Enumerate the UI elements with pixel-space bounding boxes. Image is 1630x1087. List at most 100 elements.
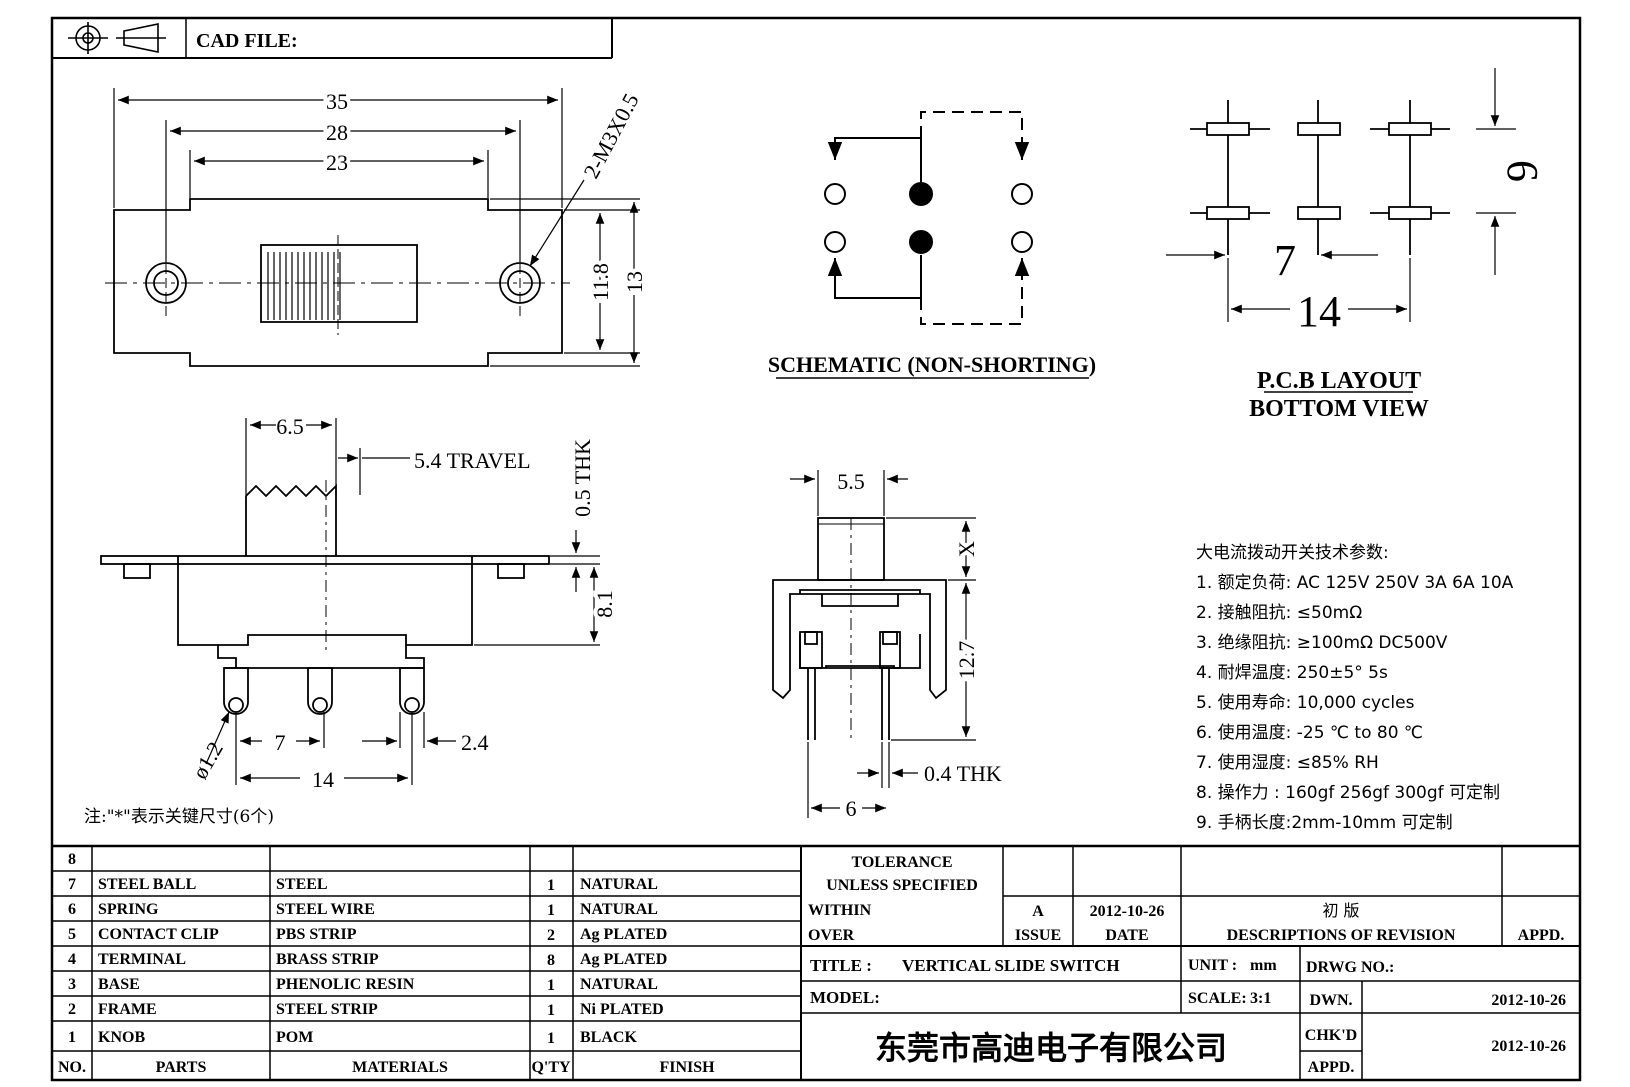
issue-header: ISSUE [1015, 927, 1061, 944]
dim-8-1: 8.1 [592, 590, 617, 618]
bom-finish: Ni PLATED [580, 1001, 664, 1018]
bom-material: POM [276, 1029, 313, 1046]
date-header: DATE [1105, 927, 1148, 944]
dim-0-4-thk: 0.4 THK [924, 761, 1002, 786]
dim-dia-1-2: ø1.2 [187, 737, 228, 783]
model-label: MODEL: [810, 988, 880, 1007]
table-row: 5 CONTACT CLIP PBS STRIP 2 Ag PLATED [68, 926, 667, 944]
bom-part: CONTACT CLIP [98, 926, 219, 943]
spec-item: 9. 手柄长度:2mm-10mm 可定制 [1196, 813, 1453, 833]
bom-part: STEEL BALL [98, 876, 196, 893]
bom-qty: 1 [547, 877, 555, 894]
spec-item: 7. 使用湿度: ≤85% RH [1196, 752, 1379, 773]
dim-5-5: 5.5 [837, 469, 865, 494]
bom-no: 3 [68, 976, 76, 993]
unit-value: mm [1250, 957, 1277, 974]
bom-table-grid [52, 844, 1580, 1080]
over-label: OVER [808, 927, 855, 944]
dim-6-5: 6.5 [276, 414, 304, 439]
header-parts: PARTS [156, 1059, 207, 1076]
bom-rows: 8 7 STEEL BALL STEEL 1 NATURAL 6 SPRING … [58, 851, 715, 1076]
schematic-title: SCHEMATIC (NON-SHORTING) [768, 352, 1096, 377]
spec-item: 2. 接触阻抗: ≤50mΩ [1196, 603, 1362, 623]
bom-no: 5 [68, 926, 76, 943]
scale-value: 3:1 [1250, 990, 1271, 1007]
bom-part: BASE [98, 976, 140, 993]
dim-14: 14 [312, 767, 334, 792]
bom-finish: BLACK [580, 1029, 637, 1046]
table-row: 2 FRAME STEEL STRIP 1 Ni PLATED [68, 1001, 664, 1019]
title-block: TOLERANCE UNLESS SPECIFIED WITHIN OVER A… [808, 854, 1566, 1076]
bom-no: 8 [68, 851, 76, 868]
unless-specified-label: UNLESS SPECIFIED [826, 877, 978, 894]
pcb-dim-7: 7 [1274, 236, 1296, 285]
pcb-layout [1166, 68, 1516, 393]
bom-finish: NATURAL [580, 901, 658, 918]
bom-no: 6 [68, 901, 76, 918]
dwn-date: 2012-10-26 [1491, 992, 1566, 1009]
dim-m3-thread: 2-M3X0.5 [578, 89, 643, 182]
spec-item: 8. 操作力 : 160gf 256gf 300gf 可定制 [1196, 783, 1500, 803]
scale-label: SCALE: [1188, 990, 1247, 1007]
projection-symbol-icon [68, 22, 166, 54]
bom-no: 1 [68, 1029, 76, 1046]
bom-qty: 1 [547, 1030, 555, 1047]
appd-label: APPD. [1308, 1059, 1355, 1076]
front-view-dimensions [205, 418, 600, 785]
spec-item: 3. 绝缘阻抗: ≥100mΩ DC500V [1196, 633, 1448, 653]
spec-heading: 大电流拨动开关技术参数: [1196, 543, 1389, 563]
within-label: WITHIN [808, 902, 872, 919]
table-row: 1 KNOB POM 1 BLACK [68, 1029, 637, 1047]
dim-12-7: 12.7 [954, 641, 979, 680]
dim-11-8: 11.8 [588, 263, 613, 301]
header-finish: FINISH [659, 1059, 715, 1076]
dim-5-4-travel: 5.4 TRAVEL [414, 448, 531, 473]
title-value: VERTICAL SLIDE SWITCH [902, 956, 1120, 975]
side-view-dimensions [790, 470, 976, 818]
dim-6: 6 [846, 796, 857, 821]
bom-material: PHENOLIC RESIN [276, 976, 415, 993]
schematic [776, 111, 1089, 379]
pcb-title-line2: BOTTOM VIEW [1249, 396, 1429, 422]
bom-material: STEEL WIRE [276, 901, 375, 918]
bom-qty: 1 [547, 902, 555, 919]
bom-material: STEEL [276, 876, 328, 893]
bom-part: KNOB [98, 1029, 145, 1046]
bom-header-row: NO. PARTS MATERIALS Q'TY FINISH [58, 1059, 715, 1076]
top-view [105, 198, 570, 367]
bom-qty: 1 [547, 977, 555, 994]
company-name: 东莞市高迪电子有限公司 [875, 1029, 1227, 1067]
bom-material: BRASS STRIP [276, 951, 379, 968]
key-dimension-note: 注:"*"表示关键尺寸(6个) [84, 807, 274, 827]
chkd-date: 2012-10-26 [1491, 1038, 1566, 1055]
dim-0-5-thk: 0.5 THK [570, 439, 595, 517]
bom-no: 7 [68, 876, 76, 893]
bom-material: PBS STRIP [276, 926, 357, 943]
bom-finish: Ag PLATED [580, 951, 667, 968]
issue-value: A [1032, 903, 1044, 920]
appd-header: APPD. [1518, 927, 1565, 944]
table-row: 4 TERMINAL BRASS STRIP 8 Ag PLATED [68, 951, 667, 969]
cad-file-label: CAD FILE: [196, 30, 298, 52]
dim-x: X [954, 541, 979, 557]
sheet-border [50, 16, 1582, 1082]
dim-23: 23 [326, 150, 348, 175]
bom-finish: Ag PLATED [580, 926, 667, 943]
drwg-no-label: DRWG NO.: [1306, 959, 1394, 976]
spec-item: 5. 使用寿命: 10,000 cycles [1196, 692, 1415, 713]
tolerance-label: TOLERANCE [851, 854, 952, 871]
pcb-title-line1: P.C.B LAYOUT [1257, 368, 1421, 394]
table-row: 3 BASE PHENOLIC RESIN 1 NATURAL [68, 976, 658, 994]
bom-part: TERMINAL [98, 951, 186, 968]
dwn-label: DWN. [1309, 992, 1352, 1009]
date-value: 2012-10-26 [1090, 903, 1165, 920]
dim-7: 7 [275, 730, 286, 755]
bom-part: SPRING [98, 901, 159, 918]
front-view [100, 480, 550, 715]
side-view [772, 517, 947, 740]
table-row: 8 [68, 851, 76, 868]
header-no: NO. [58, 1059, 86, 1076]
spec-item: 6. 使用温度: -25 ℃ to 80 ℃ [1196, 722, 1423, 743]
pcb-dim-14: 14 [1297, 287, 1341, 336]
